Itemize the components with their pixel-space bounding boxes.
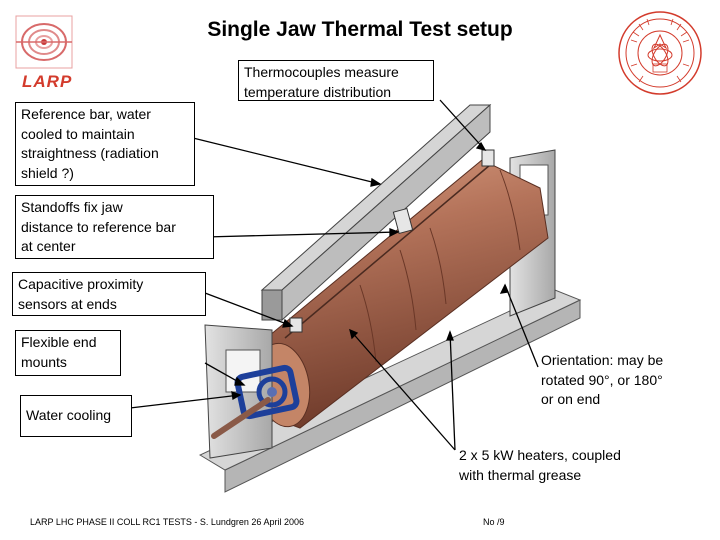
standoff-center — [392, 207, 414, 235]
callout-reference-bar-line2: cooled to maintain — [21, 125, 135, 142]
callout-capacitive-line1: Capacitive proximity — [18, 276, 144, 292]
callout-reference-bar-line4: shield ?) — [21, 164, 74, 181]
reference-bar-side — [281, 103, 491, 322]
water-cooling-pipe — [211, 397, 271, 439]
leader-lines — [129, 99, 539, 451]
larp-logo-text: LARP — [22, 72, 73, 91]
callout-thermocouples-line2: temperature distribution — [244, 83, 392, 100]
larp-logo: LARP — [14, 14, 84, 94]
lab-seal-logo — [617, 10, 703, 96]
note-heaters-line2: with thermal grease — [459, 466, 582, 483]
callout-water-cooling-text: Water cooling — [26, 407, 112, 423]
standoff-far — [481, 149, 495, 167]
callout-standoffs-line3: at center — [21, 238, 76, 254]
callout-capacitive: Capacitive proximity sensors at ends — [12, 272, 206, 316]
callout-thermocouples-line1: Thermocouples measure — [244, 64, 399, 80]
callout-water-cooling: Water cooling — [20, 395, 132, 437]
note-heaters: 2 x 5 kW heaters, coupled with thermal g… — [459, 446, 699, 485]
jaw-segment-lines — [359, 169, 521, 363]
note-orientation-line1: Orientation: may be — [541, 352, 664, 368]
callout-reference-bar-line3: straightness (radiation — [21, 145, 159, 161]
callout-standoffs: Standoffs fix jaw distance to reference … — [15, 195, 214, 259]
callout-flexible-mounts: Flexible end mounts — [15, 330, 121, 376]
near-frame-window — [225, 349, 261, 393]
callout-standoffs-line1: Standoffs fix jaw — [21, 199, 123, 215]
callout-thermocouples: Thermocouples measure temperature distri… — [238, 60, 434, 101]
callout-capacitive-line2: sensors at ends — [18, 295, 117, 312]
note-orientation-line3: or on end — [541, 391, 601, 407]
callout-standoffs-line2: distance to reference bar — [21, 218, 176, 235]
note-heaters-line1: 2 x 5 kW heaters, coupled — [459, 447, 621, 463]
thermocouple-wire — [284, 164, 491, 339]
seal-graphic — [618, 11, 702, 95]
slide-title: Single Jaw Thermal Test setup — [207, 18, 513, 41]
callout-reference-bar: Reference bar, water cooled to maintain … — [15, 102, 195, 186]
note-orientation: Orientation: may be rotated 90°, or 180°… — [541, 351, 711, 410]
flexible-end-mount — [234, 364, 300, 420]
footer-page-number: No /9 — [483, 517, 505, 527]
note-orientation-line2: rotated 90°, or 180° — [541, 371, 663, 388]
larp-logo-graphic — [15, 15, 73, 69]
footer-left: LARP LHC PHASE II COLL RC1 TESTS - S. Lu… — [30, 517, 304, 527]
callout-flexible-line1: Flexible end — [21, 334, 97, 350]
callout-reference-bar-line1: Reference bar, water — [21, 106, 151, 122]
callout-flexible-line2: mounts — [21, 353, 67, 370]
